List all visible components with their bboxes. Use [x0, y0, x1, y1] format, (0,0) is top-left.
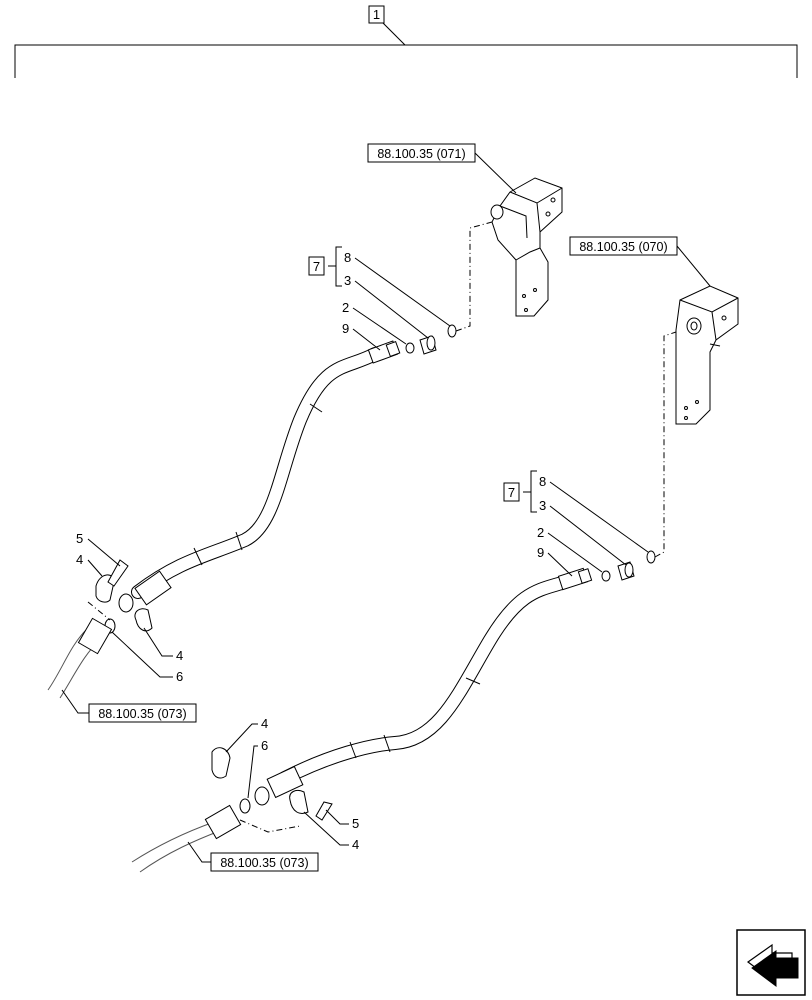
- group-ref-upper[interactable]: 7: [308, 246, 342, 287]
- assembly-label-box[interactable]: 1: [368, 5, 385, 24]
- callout-lower-8-text: 8: [539, 474, 546, 489]
- callout-upper-2: 2: [342, 300, 407, 345]
- callout-upper-4a-text: 4: [76, 552, 83, 567]
- ref-lower-tube-text: 88.100.35 (073): [220, 856, 308, 870]
- callout-lower-9: 9: [537, 545, 573, 577]
- ref-upper-tube-text: 88.100.35 (073): [98, 707, 186, 721]
- callout-upper-9-text: 9: [342, 321, 349, 336]
- callout-lower-9-text: 9: [537, 545, 544, 560]
- callout-lower-6: 6: [247, 738, 268, 799]
- upper-valve-body: [490, 177, 563, 317]
- upper-clamp-center: [87, 601, 111, 621]
- callout-lower-4b-text: 4: [352, 837, 359, 852]
- ref-lower-tube[interactable]: 88.100.35 (073): [187, 841, 319, 872]
- callout-upper-8: 8: [344, 250, 451, 327]
- lower-center-line: [654, 331, 677, 558]
- ref-upper-valve-text: 88.100.35 (071): [377, 147, 465, 161]
- lower-fittings: [601, 550, 656, 582]
- callout-upper-5-text: 5: [76, 531, 83, 546]
- callout-lower-6-text: 6: [261, 738, 268, 753]
- next-page-arrow-icon[interactable]: [736, 929, 806, 996]
- callout-upper-8-text: 8: [344, 250, 351, 265]
- callout-upper-2-text: 2: [342, 300, 349, 315]
- lower-clamps: [211, 747, 333, 821]
- callout-lower-8: 8: [539, 474, 649, 553]
- callout-lower-3-text: 3: [539, 498, 546, 513]
- callout-upper-4b: 4: [143, 627, 183, 663]
- callout-lower-2: 2: [537, 525, 603, 573]
- callout-upper-3-text: 3: [344, 273, 351, 288]
- callout-upper-6-text: 6: [176, 669, 183, 684]
- upper-fittings: [405, 324, 457, 355]
- lower-valve-body: [675, 285, 739, 425]
- callout-upper-6: 6: [111, 631, 183, 684]
- callout-lower-5-text: 5: [352, 816, 359, 831]
- group-ref-lower-text: 7: [508, 485, 515, 500]
- ref-upper-tube[interactable]: 88.100.35 (073): [61, 689, 197, 723]
- upper-center-line: [455, 221, 493, 332]
- callout-upper-4b-text: 4: [176, 648, 183, 663]
- callout-lower-2-text: 2: [537, 525, 544, 540]
- ref-lower-valve-text: 88.100.35 (070): [579, 240, 667, 254]
- callout-upper-9: 9: [342, 321, 381, 351]
- upper-tube: [47, 617, 113, 699]
- callout-upper-3: 3: [344, 273, 429, 339]
- assembly-bracket: [14, 19, 798, 78]
- callout-lower-4b: 4: [303, 811, 359, 852]
- callout-upper-4a: 4: [76, 552, 103, 577]
- lower-clamp-center: [239, 819, 301, 833]
- lower-hose: [254, 567, 593, 806]
- callout-lower-5: 5: [325, 809, 359, 831]
- group-ref-upper-text: 7: [313, 259, 320, 274]
- assembly-label: 1: [373, 7, 380, 22]
- callout-upper-5: 5: [76, 531, 121, 567]
- upper-hose: [118, 340, 401, 613]
- callout-lower-4a: 4: [225, 716, 268, 753]
- lower-tube: [131, 804, 242, 873]
- upper-clamps: [95, 559, 153, 634]
- ref-lower-valve[interactable]: 88.100.35 (070): [569, 236, 711, 287]
- callout-lower-3: 3: [539, 498, 627, 566]
- callout-lower-4a-text: 4: [261, 716, 268, 731]
- ref-upper-valve[interactable]: 88.100.35 (071): [367, 143, 517, 194]
- group-ref-lower[interactable]: 7: [503, 470, 537, 513]
